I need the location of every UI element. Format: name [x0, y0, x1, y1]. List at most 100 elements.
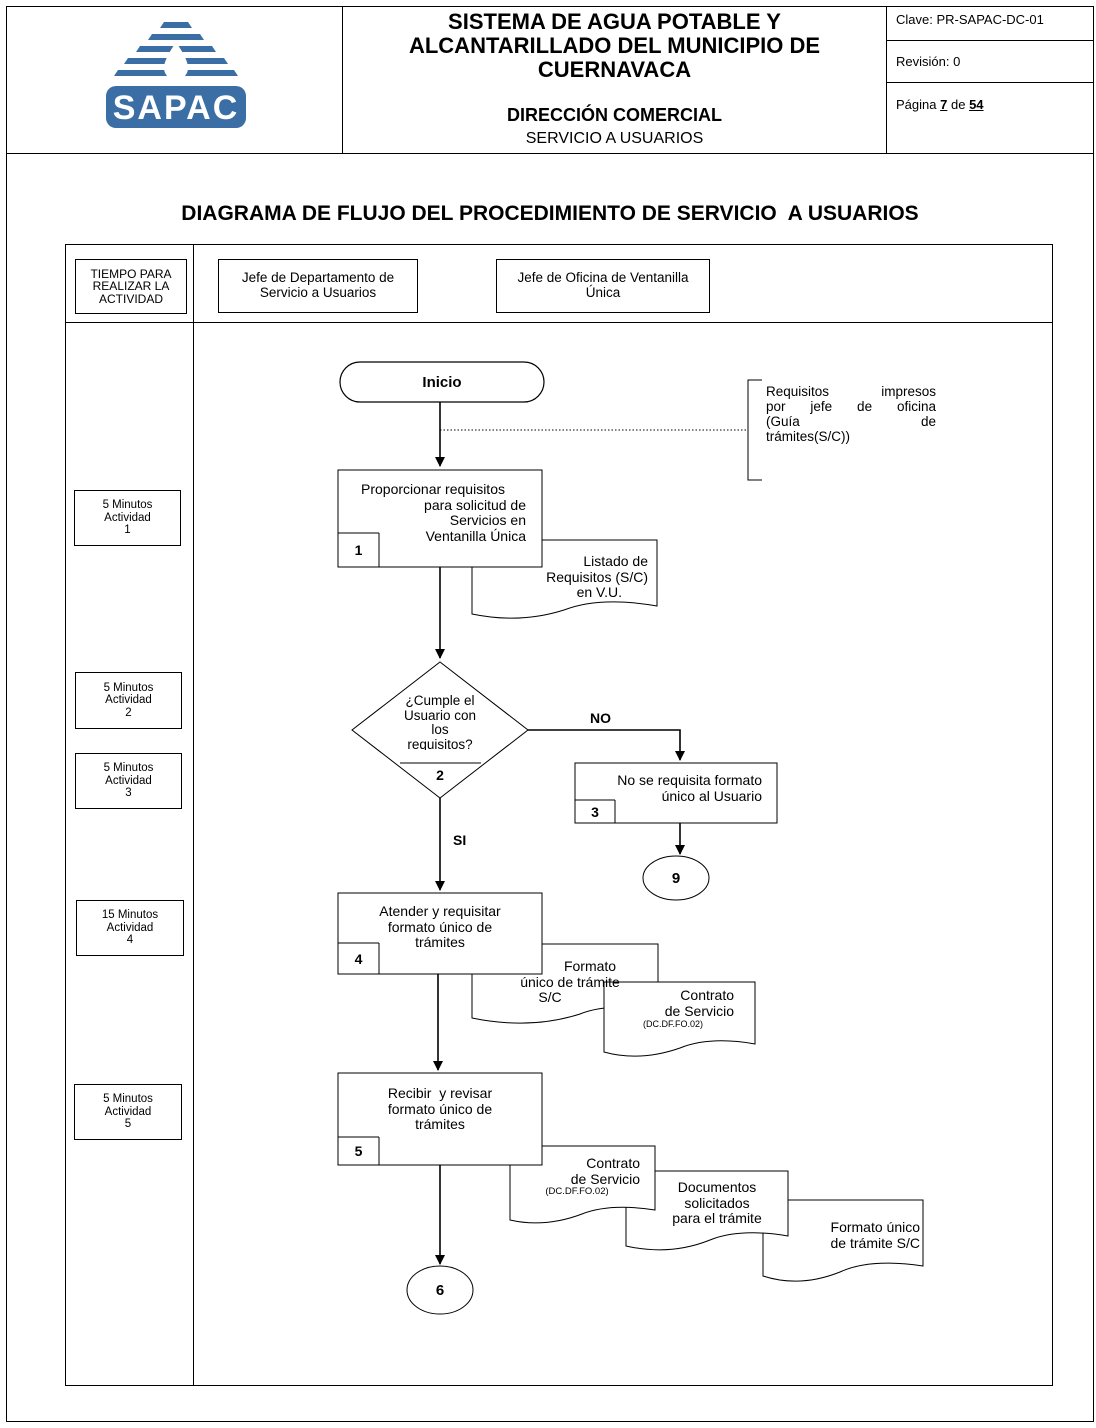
doc4b-shape-real [603, 981, 756, 1057]
doc4a-line-1: Formato [563, 958, 617, 974]
doc5a-line-1: Contrato [586, 1155, 640, 1171]
title-line-3: CUERNAVACA [537, 56, 692, 82]
time-2-num: 2 [125, 706, 132, 719]
a3-text: No se requisita formato único al Usuario [578, 772, 774, 804]
sapac-logo: SAPAC [96, 18, 256, 140]
a3-line-1: No se requisita formato [617, 772, 762, 788]
decision-text: ¿Cumple el Usuario con los requisitos? [390, 693, 490, 750]
a1-line-2: para solicitud de [424, 496, 526, 513]
time-5-num: 5 [124, 1118, 132, 1131]
lane-divider [193, 244, 194, 1386]
doc4b-text: Contrato de Servicio (DC.DF.FO.02) [612, 987, 752, 1029]
pagina-num: 7 [940, 97, 948, 112]
time-4-minutes: 15 Minutos [101, 909, 159, 922]
time-2-label: Actividad [105, 694, 152, 707]
a3-box [574, 762, 778, 824]
doc5b-line-2: solicitados [684, 1194, 750, 1211]
a5-text: Recibir y revisar formato único de trámi… [340, 1085, 540, 1133]
header-divider-2 [886, 6, 887, 154]
doc1-text: Listado de Requisitos (S/C) en V.U. [498, 553, 648, 601]
doc1-line-1: Listado de [583, 553, 648, 569]
time-2-minutes: 5 Minutos [103, 681, 154, 694]
header-row-line [65, 322, 1053, 323]
doc5c-line-1: Formato único [830, 1219, 920, 1235]
a4-line-3: trámites [415, 934, 465, 951]
doc5b-line-3: para el trámite [672, 1210, 762, 1227]
time-3-num: 3 [125, 787, 132, 800]
doc5b-text: Documentos solicitados para el trámite [652, 1179, 782, 1227]
a5-box [337, 1072, 543, 1166]
title-line-2: ALCANTARILLADO DEL MUNICIPIO DE [408, 32, 821, 58]
start-label: Inicio [422, 373, 462, 391]
connector-6-label: 6 [435, 1281, 445, 1299]
pagina-total: 54 [969, 97, 984, 112]
a1-number: 1 [354, 542, 363, 558]
a4-number: 4 [354, 950, 363, 967]
a1-text: Proporcionar requisitos para solicitud d… [340, 481, 540, 545]
doc5c-line-2: de trámite S/C [830, 1234, 920, 1251]
a3-line-2: único al Usuario [661, 787, 762, 804]
time-1-num: 1 [124, 524, 131, 537]
a4-text: Atender y requisitar formato único de tr… [340, 903, 540, 951]
a4-line-2: formato único de [387, 918, 493, 935]
time-5-label: Actividad [104, 1105, 152, 1118]
role-header-2: Jefe de Oficina de Ventanilla Única [496, 259, 710, 313]
a5-line-1: Recibir y revisar [387, 1085, 493, 1101]
a1-line-4: Ventanilla Única [425, 528, 526, 545]
doc1-line-2: Requisitos (S/C) [546, 568, 648, 585]
time-1-minutes: 5 Minutos [102, 499, 153, 512]
doc4b-line-2: de Servicio [664, 1002, 734, 1019]
doc1-line-3: en V.U. [576, 584, 622, 601]
annotation-text: Requisitos impresos por jefe de oficina … [766, 384, 936, 444]
header-divider-1 [342, 6, 343, 154]
header-cell-line-1 [886, 40, 1094, 41]
time-column-header: TIEMPO PARA REALIZAR LA ACTIVIDAD [75, 259, 187, 314]
decision-line-2: Usuario con [403, 707, 477, 723]
decision-line-4: requisitos? [407, 737, 473, 750]
decision-line-1: ¿Cumple el [405, 693, 475, 708]
connector-9-label: 9 [671, 869, 681, 887]
a3-number: 3 [591, 803, 599, 820]
a1-line-3: Servicios en [449, 512, 526, 529]
time-3-label: Actividad [105, 774, 152, 787]
role-1-text: Jefe de Departamento de Servicio a Usuar… [241, 270, 395, 300]
annotation-line-1: Requisitos impresos [766, 384, 936, 399]
time-column-header-text: TIEMPO PARA REALIZAR LA ACTIVIDAD [90, 266, 172, 306]
a5-line-2: formato único de [387, 1100, 493, 1117]
a1-line-1: Proporcionar requisitos [361, 481, 505, 497]
time-5-minutes: 5 Minutos [103, 1093, 153, 1106]
a5-line-3: trámites [415, 1116, 465, 1133]
doc5c-shape [762, 1199, 924, 1282]
annotation-line-3: (Guía de [766, 414, 936, 430]
doc5a-line-3: (DC.DF.FO.02) [545, 1187, 609, 1197]
role-2-text: Jefe de Oficina de Ventanilla Única [517, 270, 689, 300]
a4-box [337, 892, 543, 975]
header-subtitle: DIRECCIÓN COMERCIAL [507, 105, 722, 125]
doc4a-line-2: único de trámite [520, 973, 620, 990]
role-header-1: Jefe de Departamento de Servicio a Usuar… [218, 259, 418, 313]
header-cell-line-2 [886, 82, 1094, 83]
start-terminator [339, 361, 545, 403]
doc5a-shape [509, 1145, 656, 1224]
annotation-line-4: trámites(S/C)) [766, 429, 850, 445]
doc5c-text: Formato único de trámite S/C [780, 1219, 920, 1251]
doc4b-line-1: Contrato [680, 987, 734, 1003]
doc4a-text: Formato único de trámite S/C [490, 958, 650, 1006]
decision-line-3: los [431, 722, 449, 738]
logo-text: SAPAC [113, 89, 240, 127]
pagina: Página 7 de 54 [896, 97, 984, 112]
a4-line-1: Atender y requisitar [379, 903, 501, 919]
time-4-num: 4 [126, 934, 134, 947]
revision: Revisión: 0 [896, 54, 961, 69]
clave: Clave: PR-SAPAC-DC-01 [896, 12, 1044, 27]
doc5a-line-2: de Servicio [570, 1170, 640, 1187]
connector-6 [406, 1265, 474, 1315]
doc4a-line-3: S/C [538, 989, 562, 1006]
a5-number: 5 [354, 1143, 363, 1159]
diagram-title: DIAGRAMA DE FLUJO DEL PROCEDIMIENTO DE S… [181, 202, 919, 225]
annotation-bracket [747, 379, 762, 481]
time-4-label: Actividad [106, 921, 154, 934]
